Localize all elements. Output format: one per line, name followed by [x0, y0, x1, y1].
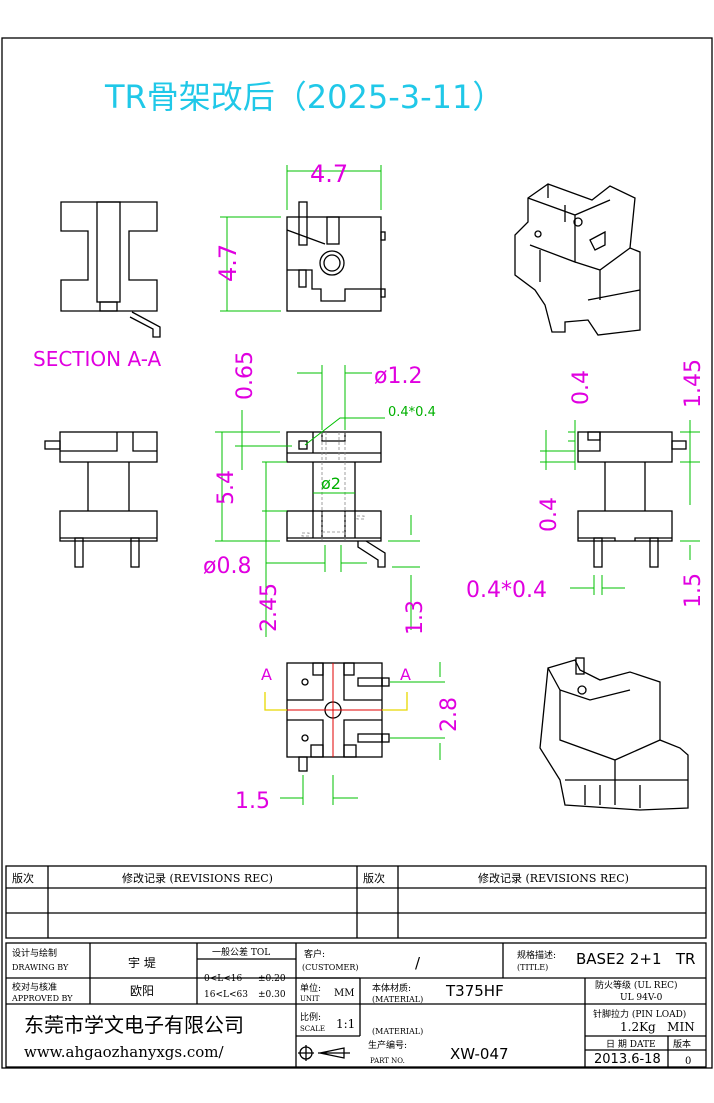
unit-label: 单位:: [300, 982, 321, 994]
scale-label-en: SCALE: [300, 1025, 325, 1033]
dim-side-width: 4.7: [310, 160, 348, 188]
section-a-a-view: [60, 201, 161, 338]
pin-load-label: 针脚拉力 (PIN LOAD): [593, 1008, 686, 1020]
rev-col-record-1: 修改记录 (REVISIONS REC): [122, 871, 273, 885]
customer-value: /: [415, 954, 421, 972]
customer-label-en: (CUSTOMER): [302, 963, 359, 972]
fire-rating-value: UL 94V-0: [620, 993, 663, 1003]
scale-label: 比例:: [300, 1011, 321, 1023]
approved-by-value: 欧阳: [130, 984, 154, 998]
side-view: [220, 165, 386, 312]
pin-load-value: 1.2Kg MIN: [620, 1020, 695, 1034]
tolerance-value-2: ±0.30: [258, 990, 286, 1000]
dim-right-pin-0-4: 0.4*0.4: [466, 578, 547, 603]
approved-label-en: APPROVED BY: [11, 994, 73, 1003]
sheet-border: [1, 37, 713, 1069]
left-front-view: [44, 431, 158, 568]
dim-phi-0-8: ø0.8: [203, 554, 251, 579]
tolerance-range-2: 16<L<63: [204, 990, 248, 1000]
spec-value: BASE2 2+1 TR: [576, 950, 695, 968]
fire-rating-label: 防火等级 (UL REC): [595, 979, 678, 991]
dim-right-1-5: 1.5: [681, 573, 706, 608]
isometric-view-top: [514, 183, 641, 336]
material-value: T375HF: [445, 982, 504, 1000]
section-marker-left: A: [261, 665, 272, 684]
drawn-by-label-en: DRAWING BY: [12, 963, 69, 972]
customer-label: 客户:: [304, 948, 325, 960]
rev-col-version-1: 版次: [12, 871, 34, 885]
dim-bottom-1-5: 1.5: [235, 789, 270, 814]
isometric-view-bottom: [539, 657, 689, 811]
part-no-value: XW-047: [450, 1045, 509, 1063]
section-marker-right: A: [400, 665, 411, 684]
material-label: 本体材质:: [372, 982, 411, 994]
dim-right-1-45: 1.45: [681, 359, 706, 408]
dim-0-65: 0.65: [233, 351, 258, 400]
dim-1-3: 1.3: [403, 600, 428, 635]
unit-label-en: UNIT: [300, 995, 320, 1003]
date-label: 日 期 DATE: [606, 1039, 656, 1050]
dim-2-45: 2.45: [257, 583, 282, 632]
dim-square-0-4: 0.4*0.4: [388, 405, 436, 420]
tolerance-title: 一般公差 TOL: [212, 946, 270, 958]
drawing-title: TR骨架改后（2025-3-11）: [104, 78, 504, 116]
dim-bottom-2-8: 2.8: [437, 697, 462, 732]
version-value: 0: [685, 1056, 691, 1067]
rev-col-version-2: 版次: [363, 871, 385, 885]
company-name: 东莞市学文电子有限公司: [24, 1013, 244, 1037]
rev-col-record-2: 修改记录 (REVISIONS REC): [478, 871, 629, 885]
scale-value: 1:1: [336, 1017, 355, 1031]
company-website[interactable]: www.ahgaozhanyxgs.com/: [24, 1043, 225, 1061]
dim-phi-2: ø2: [321, 474, 341, 493]
dim-phi-1-2: ø1.2: [374, 364, 422, 389]
bottom-view: [264, 662, 445, 805]
part-no-label: 生产编号:: [368, 1039, 407, 1051]
dim-5-4: 5.4: [214, 470, 239, 505]
revision-table: [5, 865, 707, 939]
dim-right-0-4-side: 0.4: [537, 497, 562, 532]
front-view: [215, 365, 420, 637]
dim-side-height: 4.7: [214, 244, 242, 282]
material-2-label-en: (MATERIAL): [372, 1027, 423, 1036]
spec-label: 规格描述:: [517, 949, 556, 961]
material-label-en: (MATERIAL): [372, 995, 423, 1004]
section-label: SECTION A-A: [33, 347, 161, 371]
drawn-by-value: 宇 堤: [128, 956, 156, 970]
tolerance-value-1: ±0.20: [258, 974, 286, 984]
title-block: [5, 942, 707, 1068]
tolerance-range-1: 0<L<16: [204, 974, 243, 984]
dim-right-0-4-top: 0.4: [569, 370, 594, 405]
unit-value: MM: [334, 988, 354, 999]
right-side-view: [540, 420, 700, 595]
part-no-label-en: PART NO.: [370, 1057, 405, 1065]
drawn-by-label: 设计与绘制: [12, 947, 57, 959]
version-label: 版本: [673, 1038, 691, 1050]
date-value: 2013.6-18: [594, 1052, 661, 1067]
approved-label: 校对与核准: [12, 981, 57, 993]
spec-label-en: (TITLE): [517, 963, 548, 972]
